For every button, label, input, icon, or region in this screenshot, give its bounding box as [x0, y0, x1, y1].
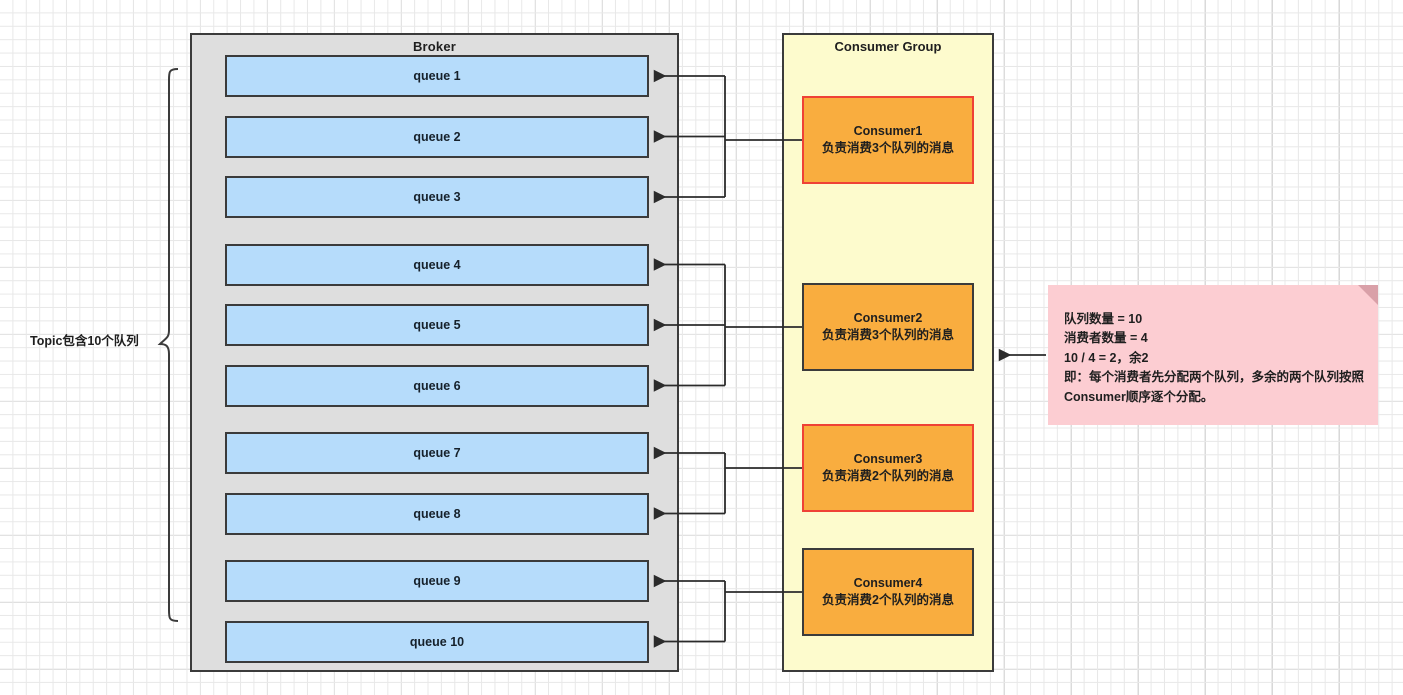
consumer-desc: 负责消费3个队列的消息: [822, 328, 954, 342]
consumer-box[interactable]: Consumer2 负责消费3个队列的消息: [802, 283, 974, 371]
queue-label: queue 9: [413, 574, 461, 588]
topic-bracket: [157, 68, 179, 622]
queue-box[interactable]: queue 7: [225, 432, 649, 474]
consumer-name: Consumer4: [853, 576, 923, 591]
note-text: 队列数量 = 10 消费者数量 = 4 10 / 4 = 2，余2 即：每个消费…: [1064, 312, 1365, 404]
queue-label: queue 7: [413, 446, 461, 460]
queue-box[interactable]: queue 5: [225, 304, 649, 346]
queue-box[interactable]: queue 6: [225, 364, 649, 407]
consumer-box[interactable]: Consumer1 负责消费3个队列的消息: [802, 96, 974, 184]
consumer-name: Consumer1: [853, 124, 923, 139]
topic-label: Topic包含10个队列: [30, 334, 139, 348]
queue-box[interactable]: queue 3: [225, 176, 649, 218]
consumer-box[interactable]: Consumer4 负责消费2个队列的消息: [802, 548, 974, 636]
queue-label: queue 10: [409, 634, 465, 649]
queue-box[interactable]: queue 4: [225, 243, 649, 286]
note-fold-corner: [1358, 285, 1378, 305]
consumer-box[interactable]: Consumer3 负责消费2个队列的消息: [802, 424, 974, 512]
queue-box[interactable]: queue 9: [225, 560, 649, 602]
queue-label: queue 5: [413, 318, 461, 332]
queue-label: queue 6: [413, 378, 461, 393]
consumer-name: Consumer2: [853, 311, 923, 326]
queue-label: queue 2: [413, 129, 461, 144]
consumer-desc: 负责消费2个队列的消息: [822, 593, 954, 607]
consumer-desc: 负责消费2个队列的消息: [822, 469, 954, 483]
queue-box[interactable]: queue 8: [225, 492, 649, 535]
queue-label: queue 1: [413, 69, 461, 83]
queue-box[interactable]: queue 1: [225, 55, 649, 97]
queue-label: queue 3: [413, 190, 461, 204]
broker-title: Broker: [412, 39, 457, 54]
queue-box[interactable]: queue 2: [225, 115, 649, 158]
consumer-desc: 负责消费3个队列的消息: [822, 141, 954, 155]
queue-label: queue 4: [413, 257, 461, 272]
queue-box[interactable]: queue 10: [225, 620, 649, 663]
consumer-group-title: Consumer Group: [834, 39, 942, 54]
consumer-name: Consumer3: [853, 452, 923, 467]
queue-label: queue 8: [413, 506, 461, 521]
note-box: 队列数量 = 10 消费者数量 = 4 10 / 4 = 2，余2 即：每个消费…: [1048, 285, 1378, 425]
